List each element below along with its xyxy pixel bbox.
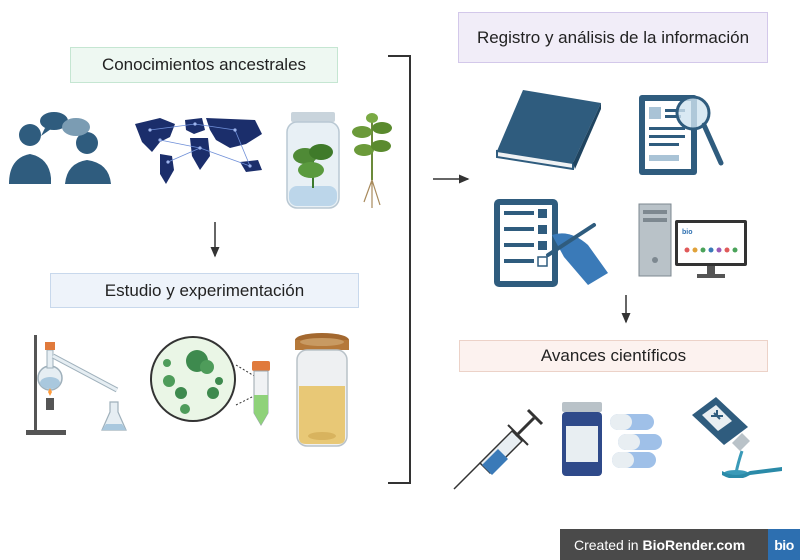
test-tube-icon	[235, 361, 270, 426]
biorender-footer: Created in BioRender.com bio	[560, 529, 800, 560]
world-network-map-icon	[135, 118, 262, 184]
medicine-bottle-icon	[692, 397, 782, 478]
footer-brand: BioRender.com	[642, 536, 746, 553]
microscope-cells-icon	[150, 336, 236, 422]
estudio-label: Estudio y experimentación	[50, 273, 359, 308]
checklist-hand-icon	[494, 199, 608, 287]
plant-in-jar-icon	[286, 112, 340, 209]
avances-label: Avances científicos	[459, 340, 768, 372]
bracket	[388, 55, 411, 484]
registro-label: Registro y análisis de la información	[458, 12, 768, 63]
footer-text: Created in BioRender.com	[560, 537, 768, 553]
seedling-icon	[352, 113, 392, 208]
document-magnifier-icon	[639, 95, 724, 175]
biorender-logo: bio	[768, 529, 800, 560]
culture-jar-icon	[295, 333, 349, 447]
pills-icon	[562, 402, 662, 476]
distillation-apparatus-icon	[26, 335, 127, 435]
syringe-icon	[453, 408, 544, 490]
conocimientos-label: Conocimientos ancestrales	[70, 47, 338, 83]
computer-icon: bio	[638, 203, 747, 278]
book-icon	[496, 90, 601, 170]
footer-prefix: Created in	[574, 536, 643, 553]
people-talking-icon	[9, 112, 111, 184]
svg-text:bio: bio	[682, 229, 693, 236]
